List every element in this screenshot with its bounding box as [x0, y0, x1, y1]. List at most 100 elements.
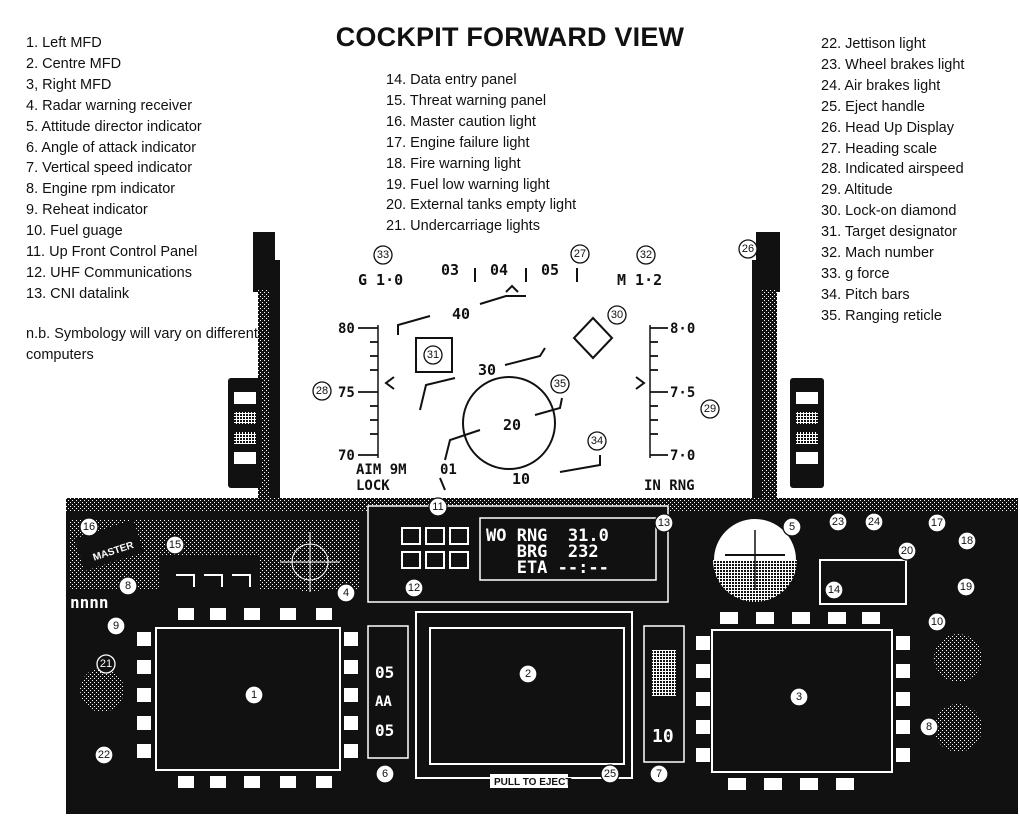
threat-warning-symbols — [176, 574, 251, 587]
svg-text:14: 14 — [828, 584, 840, 596]
svg-text:8: 8 — [926, 721, 932, 733]
legend-item: 32. Mach number — [821, 245, 934, 262]
legend-item: 22. Jettison light — [821, 36, 926, 52]
callout-8b: 8 — [919, 717, 939, 737]
callout-2: 2 — [518, 664, 538, 684]
svg-text:16: 16 — [83, 521, 95, 533]
head-up-display: G 1·0 M 1·2 03 04 05 80 75 70 — [338, 261, 695, 494]
svg-text:30: 30 — [611, 309, 623, 321]
eject-handle-text: PULL TO EJECT — [494, 777, 571, 788]
svg-text:8: 8 — [125, 580, 131, 592]
altitude-tick: 7·5 — [670, 385, 695, 401]
svg-text:34: 34 — [591, 435, 603, 447]
callout-19: 19 — [956, 577, 976, 597]
range-status: IN RNG — [644, 478, 695, 494]
svg-text:18: 18 — [961, 535, 973, 547]
weapon-readout: AIM 9M — [356, 462, 407, 478]
heading-tick: 03 — [441, 261, 459, 279]
svg-text:6: 6 — [382, 768, 388, 780]
legend-item: 4. Radar warning receiver — [26, 97, 193, 114]
ranging-reticle — [462, 376, 556, 470]
left-mfd-top-buttons — [178, 608, 332, 620]
svg-text:26: 26 — [742, 243, 754, 255]
fuel-gauge — [934, 634, 982, 682]
left-mfd-side-buttons — [137, 632, 358, 758]
legend-item: 33. g force — [821, 265, 890, 282]
svg-text:13: 13 — [658, 517, 670, 529]
upfront-line-3: ETA --:-- — [486, 558, 609, 578]
altitude-scale: 8·0 7·5 7·0 — [635, 321, 695, 464]
legend-left: 1. Left MFD 2. Centre MFD 3, Right MFD 4… — [26, 33, 202, 305]
pitch-label: 40 — [452, 305, 470, 323]
g-force-readout: G 1·0 — [358, 271, 403, 289]
callout-20: 20 — [897, 541, 917, 561]
callout-18: 18 — [957, 531, 977, 551]
svg-text:2: 2 — [525, 668, 531, 680]
legend-item: 8. Engine rpm indicator — [26, 181, 176, 198]
legend-item: 1. Left MFD — [26, 35, 102, 51]
right-mfd — [711, 629, 893, 773]
instrument-panel: MASTER nnnn WO RNG 31.0 BRG 232 — [66, 498, 1018, 814]
legend-item: 9. Reheat indicator — [26, 202, 148, 219]
legend-middle: 14. Data entry panel 15. Threat warning … — [386, 70, 576, 237]
svg-text:17: 17 — [931, 517, 943, 529]
svg-text:32: 32 — [640, 249, 652, 261]
altitude-tick: 7·0 — [670, 448, 695, 464]
pitch-label: 10 — [512, 470, 530, 488]
airspeed-tick: 80 — [338, 321, 355, 337]
legend-item: 14. Data entry panel — [386, 72, 517, 88]
aoa-marker: AA — [375, 694, 392, 710]
legend-item: 31. Target designator — [821, 224, 957, 241]
aoa-top-value: 05 — [375, 663, 394, 682]
weapon-count: 01 — [440, 462, 457, 478]
callout-1: 1 — [244, 685, 264, 705]
page-title: COCKPIT FORWARD VIEW — [335, 22, 685, 52]
heading-tick: 04 — [490, 261, 508, 279]
symbology-note: n.b. Symbology will vary on different co… — [26, 326, 258, 363]
callout-9: 9 — [106, 616, 126, 636]
legend-item: 27. Heading scale — [821, 140, 938, 157]
legend-item: 30. Lock-on diamond — [821, 203, 957, 220]
callout-4: 4 — [336, 583, 356, 603]
airspeed-tick: 70 — [338, 448, 355, 464]
svg-text:20: 20 — [901, 545, 913, 557]
legend-item: 13. CNI datalink — [26, 285, 130, 302]
legend-item: 5. Attitude director indicator — [26, 118, 202, 135]
legend-right: 22. Jettison light 23. Wheel brakes ligh… — [821, 34, 964, 327]
legend-item: 18. Fire warning light — [386, 155, 521, 172]
heading-scale: 03 04 05 — [441, 261, 578, 293]
callout-27: 27 — [570, 244, 590, 264]
callout-25: 25 — [600, 764, 620, 784]
legend-item: 28. Indicated airspeed — [821, 161, 964, 178]
svg-text:19: 19 — [960, 581, 972, 593]
legend-item: 19. Fuel low warning light — [386, 176, 550, 193]
callout-29: 29 — [700, 399, 720, 419]
left-mfd-bottom-buttons — [178, 776, 332, 788]
callout-7: 7 — [649, 764, 669, 784]
vsi-value: 10 — [652, 726, 674, 747]
callout-33: 33 — [373, 245, 393, 265]
svg-text:5: 5 — [789, 521, 795, 533]
callout-22: 22 — [94, 745, 114, 765]
legend-item: 29. Altitude — [821, 182, 893, 199]
right-mfd-side-buttons — [696, 636, 910, 762]
legend-item: 17. Engine failure light — [386, 134, 530, 151]
callout-5: 5 — [782, 517, 802, 537]
callout-23: 23 — [828, 512, 848, 532]
svg-text:1: 1 — [251, 689, 257, 701]
callout-6: 6 — [375, 764, 395, 784]
callout-31: 31 — [423, 345, 443, 365]
angle-of-attack-indicator — [367, 625, 409, 759]
aoa-bottom-value: 05 — [375, 721, 394, 740]
legend-item: 24. Air brakes light — [821, 77, 941, 94]
legend-item: 3, Right MFD — [26, 76, 112, 93]
svg-text:27: 27 — [574, 248, 586, 260]
callout-26: 26 — [738, 239, 758, 259]
legend-item: 21. Undercarriage lights — [386, 218, 540, 235]
pitch-bars — [397, 295, 601, 491]
callout-35: 35 — [550, 374, 570, 394]
callout-14: 14 — [824, 580, 844, 600]
svg-text:3: 3 — [796, 691, 802, 703]
airspeed-tick: 75 — [338, 385, 355, 401]
callout-12: 12 — [404, 578, 424, 598]
